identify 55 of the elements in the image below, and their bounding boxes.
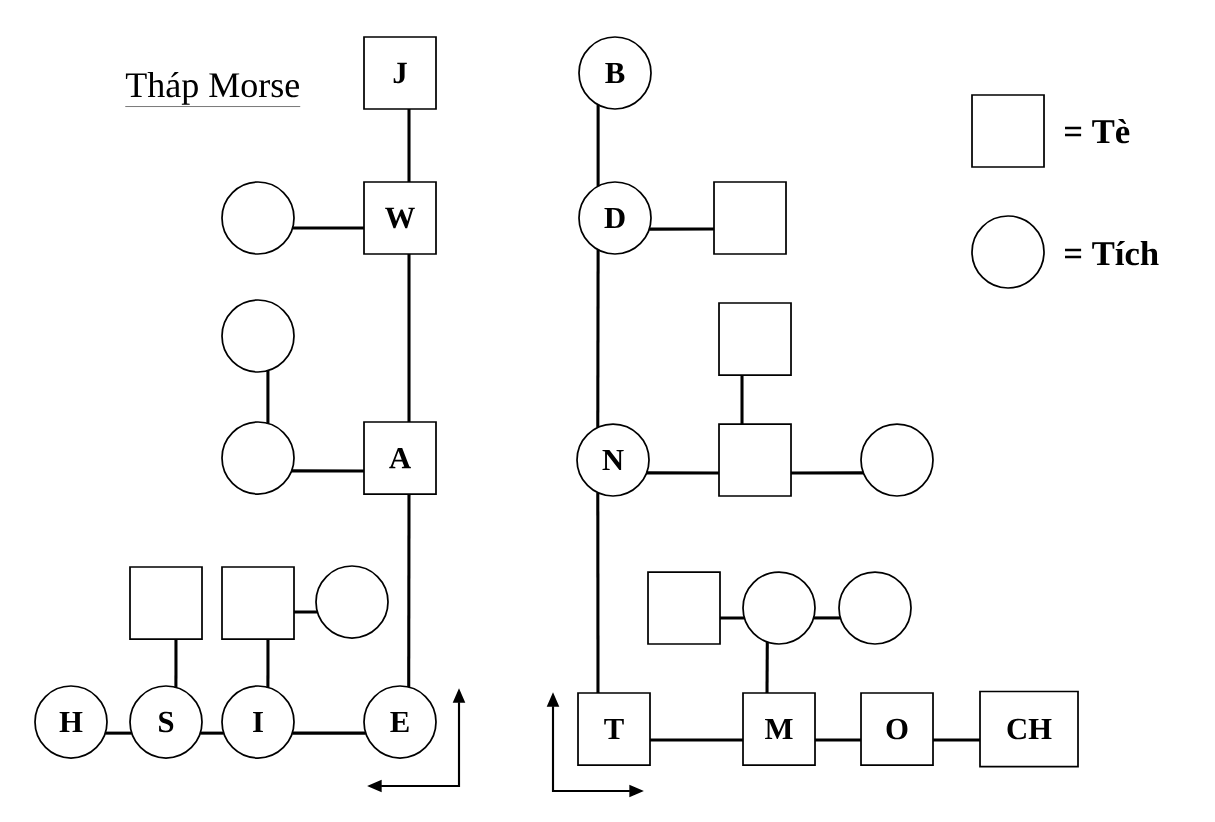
legend-entry: = Tè [971, 94, 1130, 168]
diagram-title: Tháp Morse [125, 71, 301, 107]
connector-line [407, 254, 411, 422]
connector-line [765, 642, 769, 693]
circle-node [221, 421, 295, 495]
connector-line [646, 471, 719, 475]
square-node [221, 566, 295, 640]
connector-line [740, 375, 744, 424]
square-node [647, 571, 721, 645]
connector-line [174, 639, 178, 688]
circle-node [221, 181, 295, 255]
connector-line [813, 616, 841, 620]
square-node: T [577, 692, 651, 766]
connector-line [292, 731, 366, 735]
connector-line [596, 249, 600, 428]
square-node: O [860, 692, 934, 766]
connector-line [294, 610, 318, 614]
circle-node: D [578, 181, 652, 255]
circle-node [742, 571, 816, 645]
circle-node: B [578, 36, 652, 110]
circle-node: N [576, 423, 650, 497]
circle-node: I [221, 685, 295, 759]
connector-line [292, 226, 364, 230]
square-node [713, 181, 787, 255]
circle-node: H [34, 685, 108, 759]
connector-line [596, 104, 600, 187]
circle-node [221, 299, 295, 373]
square-node [718, 423, 792, 497]
circle-node [315, 565, 389, 639]
square-node: M [742, 692, 816, 766]
square-node: W [363, 181, 437, 255]
circle-node [860, 423, 934, 497]
circle-node: E [363, 685, 437, 759]
square-node [718, 302, 792, 376]
connector-line [407, 109, 411, 182]
connector-line [105, 731, 132, 735]
square-node: A [363, 421, 437, 495]
connector-line [291, 469, 364, 473]
connector-line [933, 738, 980, 742]
square-node: CH [979, 690, 1079, 768]
connector-line [266, 639, 270, 688]
connector-line [200, 731, 224, 735]
square-node [129, 566, 203, 640]
circle-node [838, 571, 912, 645]
connector-line [791, 471, 864, 475]
square-node: J [363, 36, 437, 110]
connector-line [720, 616, 745, 620]
connector-line [649, 227, 714, 231]
connector-line [815, 738, 861, 742]
connector-line [596, 492, 600, 693]
connector-line [650, 738, 743, 742]
connector-line [407, 494, 411, 688]
circle-node: S [129, 685, 203, 759]
connector-line [266, 370, 270, 424]
legend-entry: = Tích [971, 215, 1159, 289]
